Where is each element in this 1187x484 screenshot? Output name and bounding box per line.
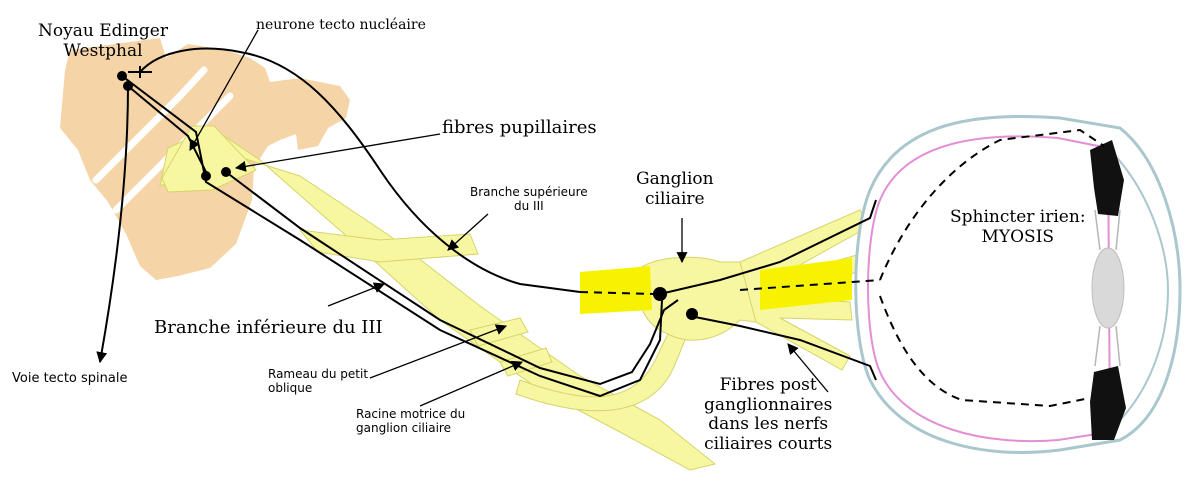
fibres-post-line4: ciliaires courts	[704, 435, 832, 455]
arrowhead-icon	[420, 362, 522, 406]
voie-tecto-spinale-label: Voie tecto spinale	[12, 372, 127, 387]
ganglion-ciliaire-label: Ganglion ciliaire	[636, 170, 714, 209]
fibre-bouton-2	[221, 167, 231, 177]
bright-nerve-left	[580, 266, 652, 314]
branche-inferieure-label: Branche inférieure du III	[154, 318, 383, 339]
rameau-line1: Rameau du petit	[268, 368, 368, 382]
arrowhead-icon	[328, 284, 384, 306]
ganglion-bouton-1	[653, 287, 667, 301]
racine-line1: Racine motrice du	[356, 408, 465, 422]
sphincter-label: Sphincter irien: MYOSIS	[950, 208, 1086, 247]
racine-line2: ganglion ciliaire	[356, 422, 465, 436]
edinger-line2: Westphal	[38, 42, 168, 62]
fibre-bouton-1	[201, 171, 211, 181]
fibres-post-line1: Fibres post	[704, 376, 832, 396]
eye-lens	[1092, 248, 1124, 328]
racine-motrice-label: Racine motrice du ganglion ciliaire	[356, 408, 465, 436]
fibres-post-line2: ganglionnaires	[704, 396, 832, 416]
rameau-line2: oblique	[268, 382, 368, 396]
ganglion-line2: ciliaire	[636, 190, 714, 210]
rameau-label: Rameau du petit oblique	[268, 368, 368, 396]
branche-sup-line1: Branche supérieure	[470, 186, 588, 200]
branche-superieure-label: Branche supérieure du III	[470, 186, 588, 214]
tecto-nucleaire-label: neurone tecto nucléaire	[256, 17, 426, 33]
sphincter-line1: Sphincter irien:	[950, 208, 1086, 228]
branche-sup-line2: du III	[470, 200, 588, 214]
edinger-westphal-soma	[117, 71, 127, 81]
fibres-pupillaires-label: fibres pupillaires	[442, 118, 597, 139]
tecto-soma	[123, 81, 133, 91]
sphincter-line2: MYOSIS	[950, 228, 1086, 248]
ganglion-line1: Ganglion	[636, 170, 714, 190]
ganglion-bouton-2	[686, 308, 698, 320]
fibres-post-label: Fibres post ganglionnaires dans les nerf…	[704, 376, 832, 454]
fibres-post-line3: dans les nerfs	[704, 415, 832, 435]
edinger-line1: Noyau Edinger	[38, 22, 168, 42]
edinger-westphal-label: Noyau Edinger Westphal	[38, 22, 168, 61]
